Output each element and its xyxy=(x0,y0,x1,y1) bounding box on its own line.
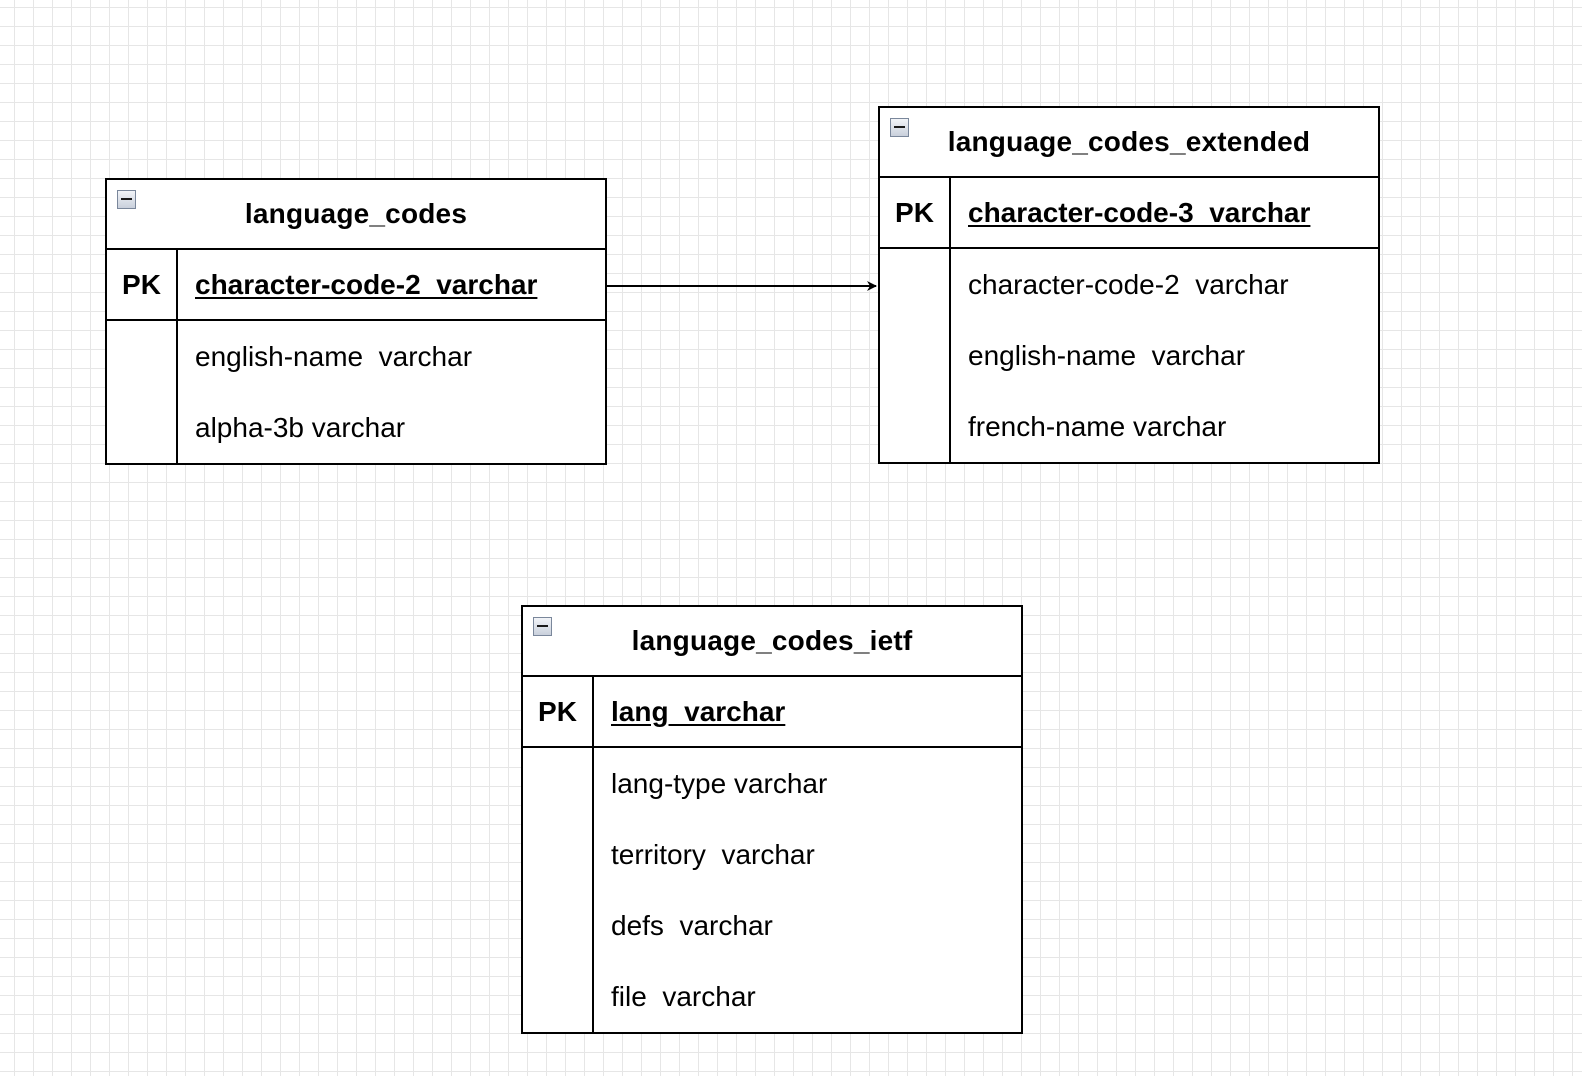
collapse-icon[interactable] xyxy=(890,118,909,137)
primary-key-row[interactable]: PK character-code-2 varchar xyxy=(107,250,605,321)
entity-title: language_codes xyxy=(244,198,468,229)
key-column xyxy=(523,748,594,1032)
entity-language-codes-ietf[interactable]: language_codes_ietf PK lang varchar lang… xyxy=(521,605,1023,1034)
collapse-icon[interactable] xyxy=(117,190,136,209)
key-column xyxy=(880,249,951,462)
attribute-row[interactable]: territory varchar xyxy=(611,838,815,870)
entity-header[interactable]: language_codes_ietf xyxy=(523,607,1021,677)
primary-key-field[interactable]: lang varchar xyxy=(611,695,786,727)
collapse-icon[interactable] xyxy=(533,617,552,636)
entity-header[interactable]: language_codes xyxy=(107,180,605,250)
entity-title: language_codes_ietf xyxy=(631,625,913,656)
entity-language-codes-extended[interactable]: language_codes_extended PK character-cod… xyxy=(878,106,1380,464)
primary-key-row[interactable]: PK character-code-3 varchar xyxy=(880,178,1378,249)
attribute-row[interactable]: lang-type varchar xyxy=(611,767,828,799)
attribute-row[interactable]: character-code-2 varchar xyxy=(968,268,1289,300)
pk-label: PK xyxy=(523,677,594,746)
pk-label: PK xyxy=(107,250,178,319)
pk-label: PK xyxy=(880,178,951,247)
entity-header[interactable]: language_codes_extended xyxy=(880,108,1378,178)
attribute-row[interactable]: english-name varchar xyxy=(195,340,473,372)
key-column xyxy=(107,321,178,463)
entity-title: language_codes_extended xyxy=(947,126,1311,157)
primary-key-field[interactable]: character-code-2 varchar xyxy=(195,268,538,300)
attribute-row[interactable]: defs varchar xyxy=(611,909,773,941)
attribute-row[interactable]: english-name varchar xyxy=(968,339,1246,371)
entity-language-codes[interactable]: language_codes PK character-code-2 varch… xyxy=(105,178,607,465)
attribute-row[interactable]: file varchar xyxy=(611,980,756,1012)
attribute-list: english-name varchar alpha-3b varchar xyxy=(107,321,605,463)
attribute-row[interactable]: alpha-3b varchar xyxy=(195,411,406,443)
attribute-list: character-code-2 varchar english-name va… xyxy=(880,249,1378,462)
primary-key-row[interactable]: PK lang varchar xyxy=(523,677,1021,748)
primary-key-field[interactable]: character-code-3 varchar xyxy=(968,196,1311,228)
attribute-list: lang-type varchar territory varchar defs… xyxy=(523,748,1021,1032)
attribute-row[interactable]: french-name varchar xyxy=(968,410,1227,442)
